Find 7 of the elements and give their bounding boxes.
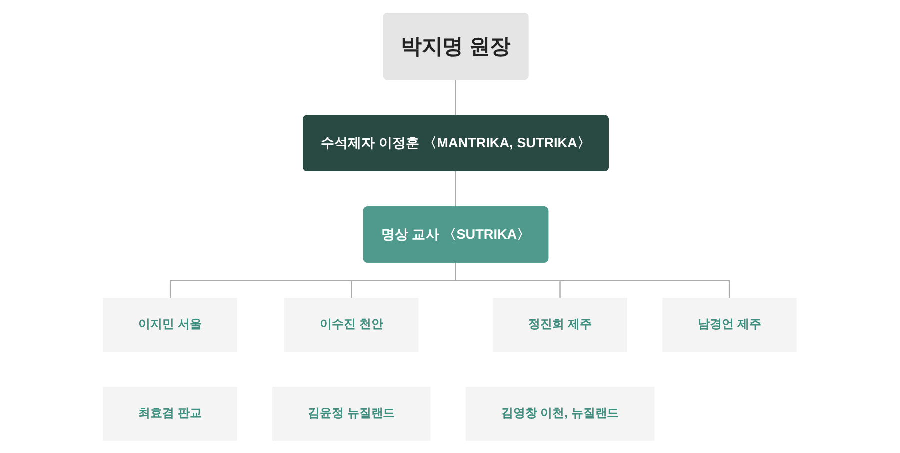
connector [455,262,730,298]
connector [455,170,456,207]
node-box: 이지민 서울 [103,298,238,352]
node-box: 이수진 천안 [284,298,419,352]
node-box: 정진희 제주 [493,298,628,352]
connector [455,79,456,116]
node-box: 남경언 제주 [662,298,797,352]
